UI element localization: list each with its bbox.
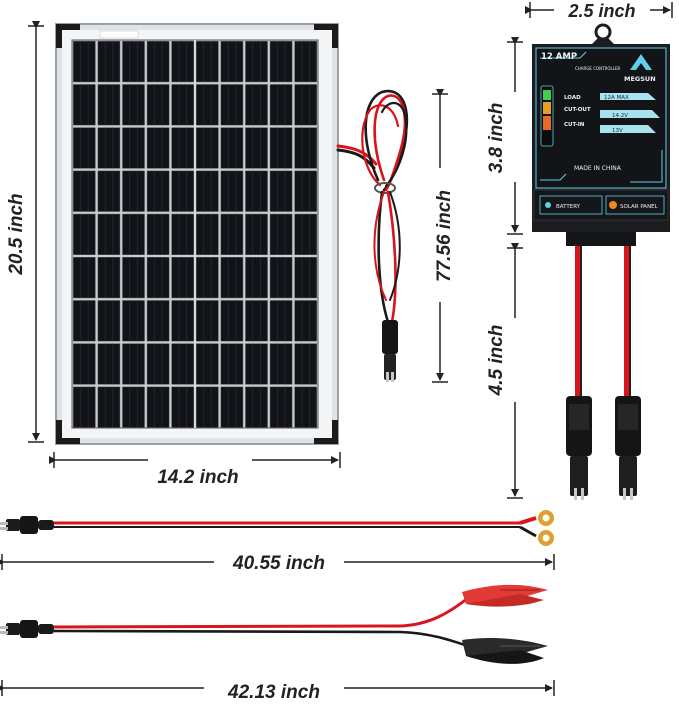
black-clip-icon <box>462 638 548 664</box>
ring-cable-label: 40.55 inch <box>232 553 325 574</box>
red-clip-icon <box>462 584 548 607</box>
controller-width-dimension <box>525 0 673 22</box>
megsun-logo-icon <box>630 54 652 70</box>
controller-subtitle: CHARGE CONTROLLER <box>575 66 621 71</box>
clip-cable-dimension <box>0 676 555 702</box>
controller-cable-label: 4.5 inch <box>486 325 507 397</box>
panel-cable <box>336 89 409 324</box>
clip-cable-label: 42.13 inch <box>227 682 320 703</box>
solar-led-icon <box>609 201 617 209</box>
load-label: LOAD <box>564 95 581 101</box>
panel-height-dimension <box>28 21 44 443</box>
panel-height-label: 20.5 inch <box>6 193 27 275</box>
controller-cable-dimension <box>503 243 527 499</box>
charge-controller <box>532 23 670 246</box>
battery-led-icon <box>545 202 551 208</box>
controller-height-label: 3.8 inch <box>486 103 507 174</box>
solar-panel <box>55 23 339 445</box>
panel-sae-connector <box>382 320 398 382</box>
made-in-label: MADE IN CHINA <box>574 165 622 172</box>
cutin-value: 13V <box>612 128 623 134</box>
alligator-clip-cable <box>0 596 469 648</box>
panel-width-dimension <box>49 450 341 472</box>
cutout-label: CUT-OUT <box>564 107 591 113</box>
cutout-value: 14.2V <box>612 113 628 119</box>
ring-cable-dimension <box>0 550 555 574</box>
panel-cable-label: 77.56 inch <box>434 190 455 282</box>
controller-cables <box>575 246 631 396</box>
battery-label: BATTERY <box>556 204 581 210</box>
load-value: 12A MAX <box>604 95 629 101</box>
cutin-label: CUT-IN <box>564 122 585 128</box>
solar-panel-label: SOLAR PANEL <box>620 204 659 210</box>
controller-sae-connectors <box>566 396 641 500</box>
panel-cable-dimension <box>430 89 454 383</box>
controller-width-label: 2.5 inch <box>567 1 635 21</box>
controller-brand: MEGSUN <box>624 75 656 83</box>
ring-terminal-cable <box>0 510 554 546</box>
battery-level-icon <box>540 85 554 147</box>
controller-amp-label: 12 AMP <box>541 52 577 62</box>
controller-height-dimension <box>503 37 527 235</box>
panel-width-label: 14.2 inch <box>157 467 238 488</box>
